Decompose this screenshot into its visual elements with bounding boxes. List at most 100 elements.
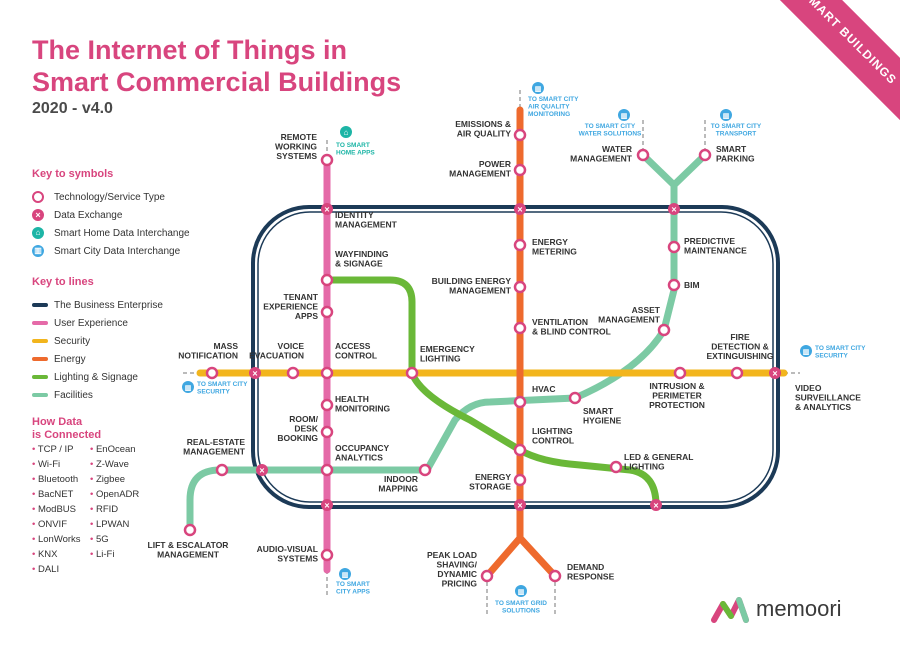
station-label-line: LIGHTING (624, 462, 665, 472)
memoori-logo-icon (711, 597, 749, 623)
station-label-line: REAL-ESTATE (187, 437, 246, 447)
interchange-label-line: HOME APPS (336, 150, 375, 157)
station-label-line: PROTECTION (649, 400, 705, 410)
station-ring-icon (730, 366, 744, 380)
station-label-line: ANALYTICS (335, 453, 383, 463)
lines-key-heading: Key to lines (32, 276, 94, 288)
station-label-line: EVACUATION (249, 351, 304, 361)
protocol-item: Wi-Fi (32, 459, 90, 470)
station-label-line: EMISSIONS & (455, 119, 511, 129)
station-ring-icon (320, 425, 334, 439)
lines-key-label: Security (54, 335, 91, 347)
station-label-line: OCCUPANCY (335, 443, 389, 453)
interchange-label-line: SOLUTIONS (502, 608, 541, 615)
interchange-label-line: TO SMART CITY (585, 123, 636, 130)
svg-text:▥: ▥ (518, 589, 525, 596)
station-label-line: MAPPING (378, 484, 418, 494)
svg-text:×: × (259, 466, 264, 476)
station-label-line: EMERGENCY (420, 344, 475, 354)
station-ring-icon (609, 460, 623, 474)
station-label-line: HVAC (532, 384, 555, 394)
station-label-line: PEAK LOAD (427, 550, 477, 560)
station-label-line: CONTROL (532, 436, 574, 446)
svg-text:▥: ▥ (803, 349, 810, 356)
symbols-key-label: Smart Home Data Interchange (54, 227, 190, 239)
data-exchange-icon: × (514, 203, 526, 215)
symbols-key-label: Technology/Service Type (54, 191, 165, 203)
lighting-signage-line (329, 276, 660, 509)
station-label-line: APPS (295, 311, 318, 321)
station-label-bim: BIM (684, 280, 700, 290)
station-ring-icon (32, 191, 44, 203)
protocol-item: Bluetooth (32, 474, 90, 485)
line-swatch (32, 357, 48, 361)
station-ring-icon (513, 473, 527, 487)
protocol-item: BacNET (32, 489, 90, 500)
station-label-line: LIGHTING (532, 426, 573, 436)
protocol-item: 5G (90, 534, 150, 545)
station-label-line: CONTROL (335, 351, 377, 361)
station-label-emissions: EMISSIONS &AIR QUALITY (455, 119, 511, 139)
station-label-line: BUILDING ENERGY (432, 276, 512, 286)
station-label-line: BOOKING (277, 433, 318, 443)
station-ring-icon (667, 240, 681, 254)
station-ring-icon (513, 238, 527, 252)
interchange-label-line: TO SMART (336, 142, 370, 149)
station-label-line: MANAGEMENT (570, 154, 633, 164)
station-ring-icon (568, 391, 582, 405)
station-label-line: AIR QUALITY (457, 129, 512, 139)
lines-key-label: Facilities (54, 389, 93, 401)
station-label-line: LED & GENERAL (624, 452, 693, 462)
protocol-item: OpenADR (90, 489, 150, 500)
station-label-line: VENTILATION (532, 317, 588, 327)
station-label-line: MANAGEMENT (449, 169, 512, 179)
station-ring-icon (320, 273, 334, 287)
protocol-item: ONVIF (32, 519, 90, 530)
station-ring-icon (418, 463, 432, 477)
station-label-line: WAYFINDING (335, 249, 389, 259)
station-label-line: HEALTH (335, 394, 369, 404)
station-label-line: MONITORING (335, 404, 390, 414)
protocol-item: LonWorks (32, 534, 90, 545)
symbols-key-heading: Key to symbols (32, 168, 114, 180)
symbols-key-row: ⌂ Smart Home Data Interchange (32, 224, 190, 242)
data-exchange-icon: × (249, 367, 261, 379)
interchange-label-line: WATER SOLUTIONS (579, 131, 642, 138)
station-label-line: TENANT (284, 292, 319, 302)
station-label-line: & BLIND CONTROL (532, 327, 611, 337)
page-title-line-2: Smart Commercial Buildings (32, 67, 402, 97)
interchange-label-line: TO SMART CITY (197, 381, 248, 388)
data-exchange-icon: × (514, 499, 526, 511)
station-markers (183, 128, 744, 583)
station-ring-icon (215, 463, 229, 477)
station-label-line: SMART (583, 406, 614, 416)
station-label-line: PRICING (442, 579, 478, 589)
data-exchange-icon: × (650, 499, 662, 511)
smart-city-icon: ▥ (515, 585, 527, 597)
station-label-line: SMART (716, 144, 747, 154)
data-exchange-icon: × (769, 367, 781, 379)
interchange-label-line: AIR QUALITY (528, 104, 570, 111)
station-ring-icon (513, 443, 527, 457)
station-label-line: SURVEILLANCE (795, 393, 861, 403)
